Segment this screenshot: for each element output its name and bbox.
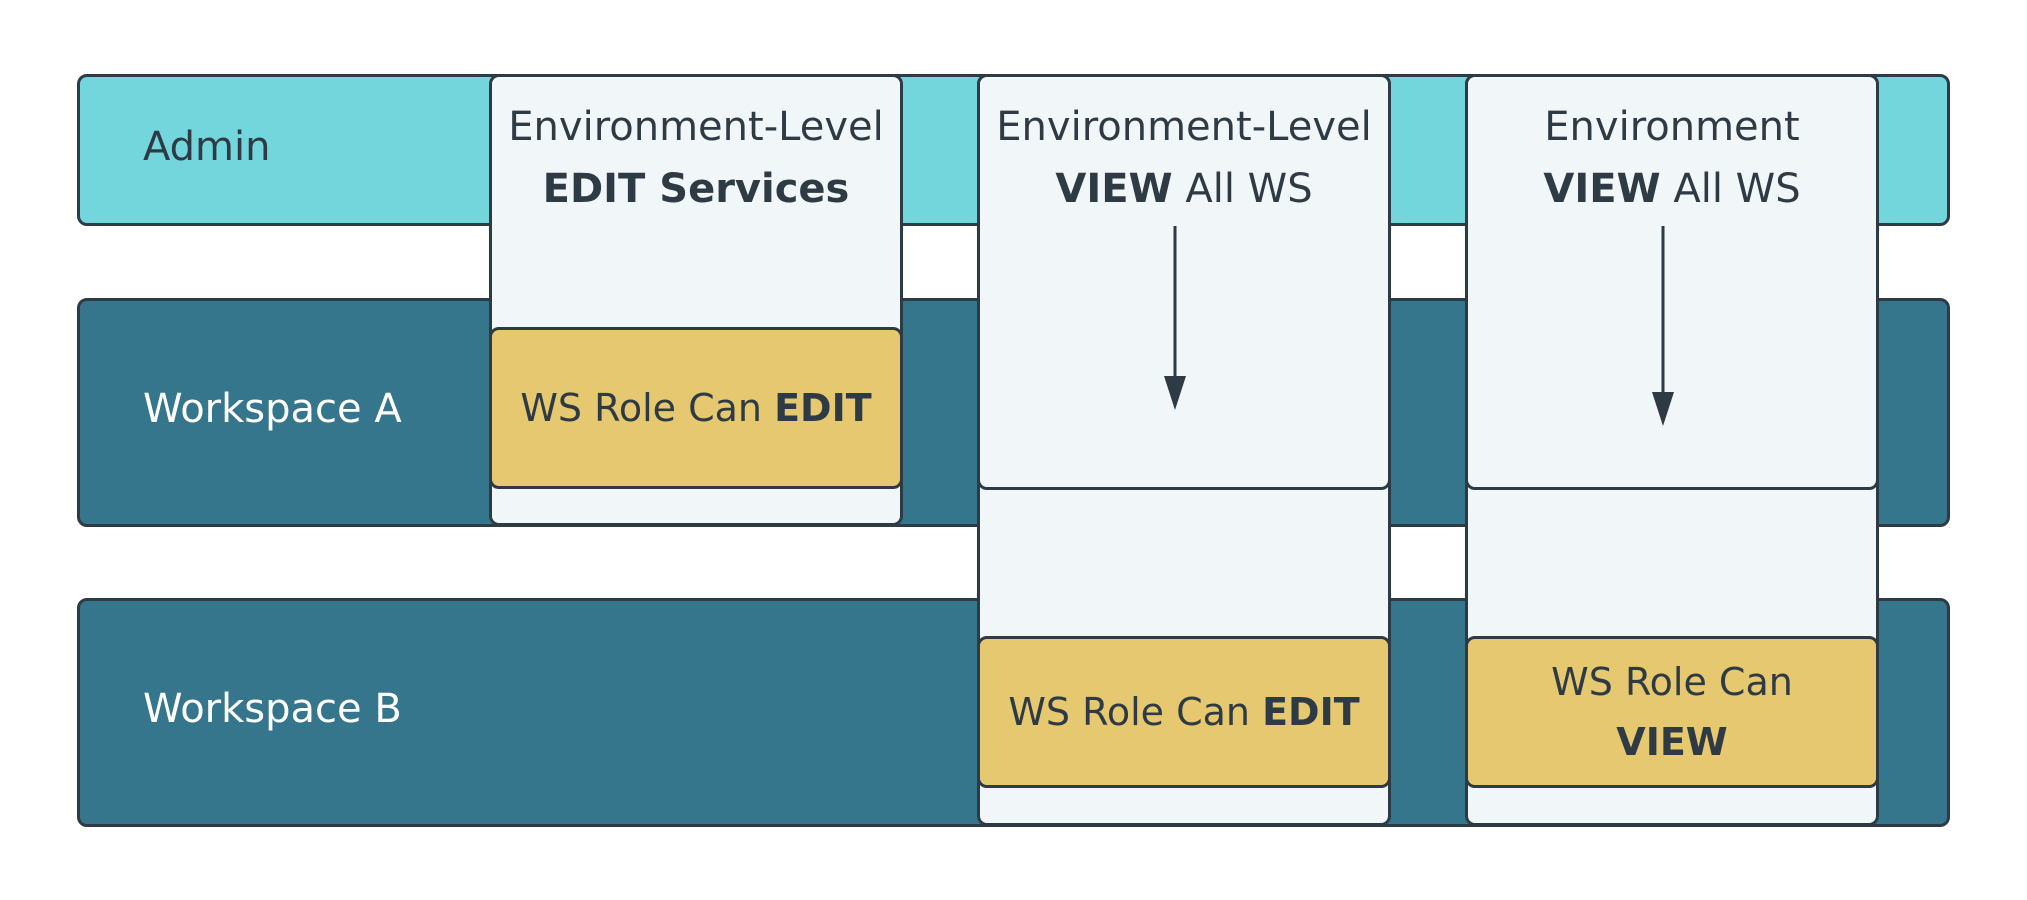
column-title-bold: EDIT Services — [542, 166, 850, 212]
column-view-all-ws-header-panel — [1465, 74, 1879, 490]
role-box-workspace-b-view: WS Role Can VIEW — [1465, 636, 1879, 788]
column-title-line1: Environment — [1544, 104, 1800, 150]
role-box-text: WS Role Can EDIT — [1008, 682, 1359, 742]
column-title-edit-services: Environment-Level EDIT Services — [489, 96, 903, 220]
column-title-bold: VIEW — [1543, 166, 1661, 212]
role-box-text-line1: WS Role Can — [1551, 660, 1793, 704]
role-box-workspace-a-edit: WS Role Can EDIT — [489, 327, 903, 489]
arrow-down-icon — [1652, 226, 1674, 426]
role-box-bold: EDIT — [774, 386, 872, 430]
admin-label: Admin — [143, 124, 271, 170]
column-title-line2: EDIT Services — [489, 158, 903, 220]
role-box-prefix: WS Role Can — [520, 386, 775, 430]
role-box-text: WS Role Can EDIT — [520, 378, 871, 438]
column-title-line1: Environment-Level — [996, 104, 1372, 150]
workspace-b-label: Workspace B — [143, 686, 402, 732]
column-view-all-ws-level-header-panel — [977, 74, 1391, 490]
column-title-line2: VIEW All WS — [1465, 158, 1879, 220]
column-title-line2: VIEW All WS — [977, 158, 1391, 220]
role-box-text-line2: VIEW — [1616, 720, 1728, 764]
column-title-line1: Environment-Level — [508, 104, 884, 150]
role-box-workspace-b-edit: WS Role Can EDIT — [977, 636, 1391, 788]
column-title-view-all-ws-level: Environment-Level VIEW All WS — [977, 96, 1391, 220]
arrow-down-icon — [1164, 226, 1186, 410]
column-title-bold: VIEW — [1055, 166, 1173, 212]
column-title-view-all-ws: Environment VIEW All WS — [1465, 96, 1879, 220]
column-title-rest: All WS — [1172, 166, 1313, 212]
workspace-a-label: Workspace A — [143, 386, 402, 432]
role-box-bold: EDIT — [1262, 690, 1360, 734]
column-title-rest: All WS — [1660, 166, 1801, 212]
role-box-prefix: WS Role Can — [1008, 690, 1263, 734]
